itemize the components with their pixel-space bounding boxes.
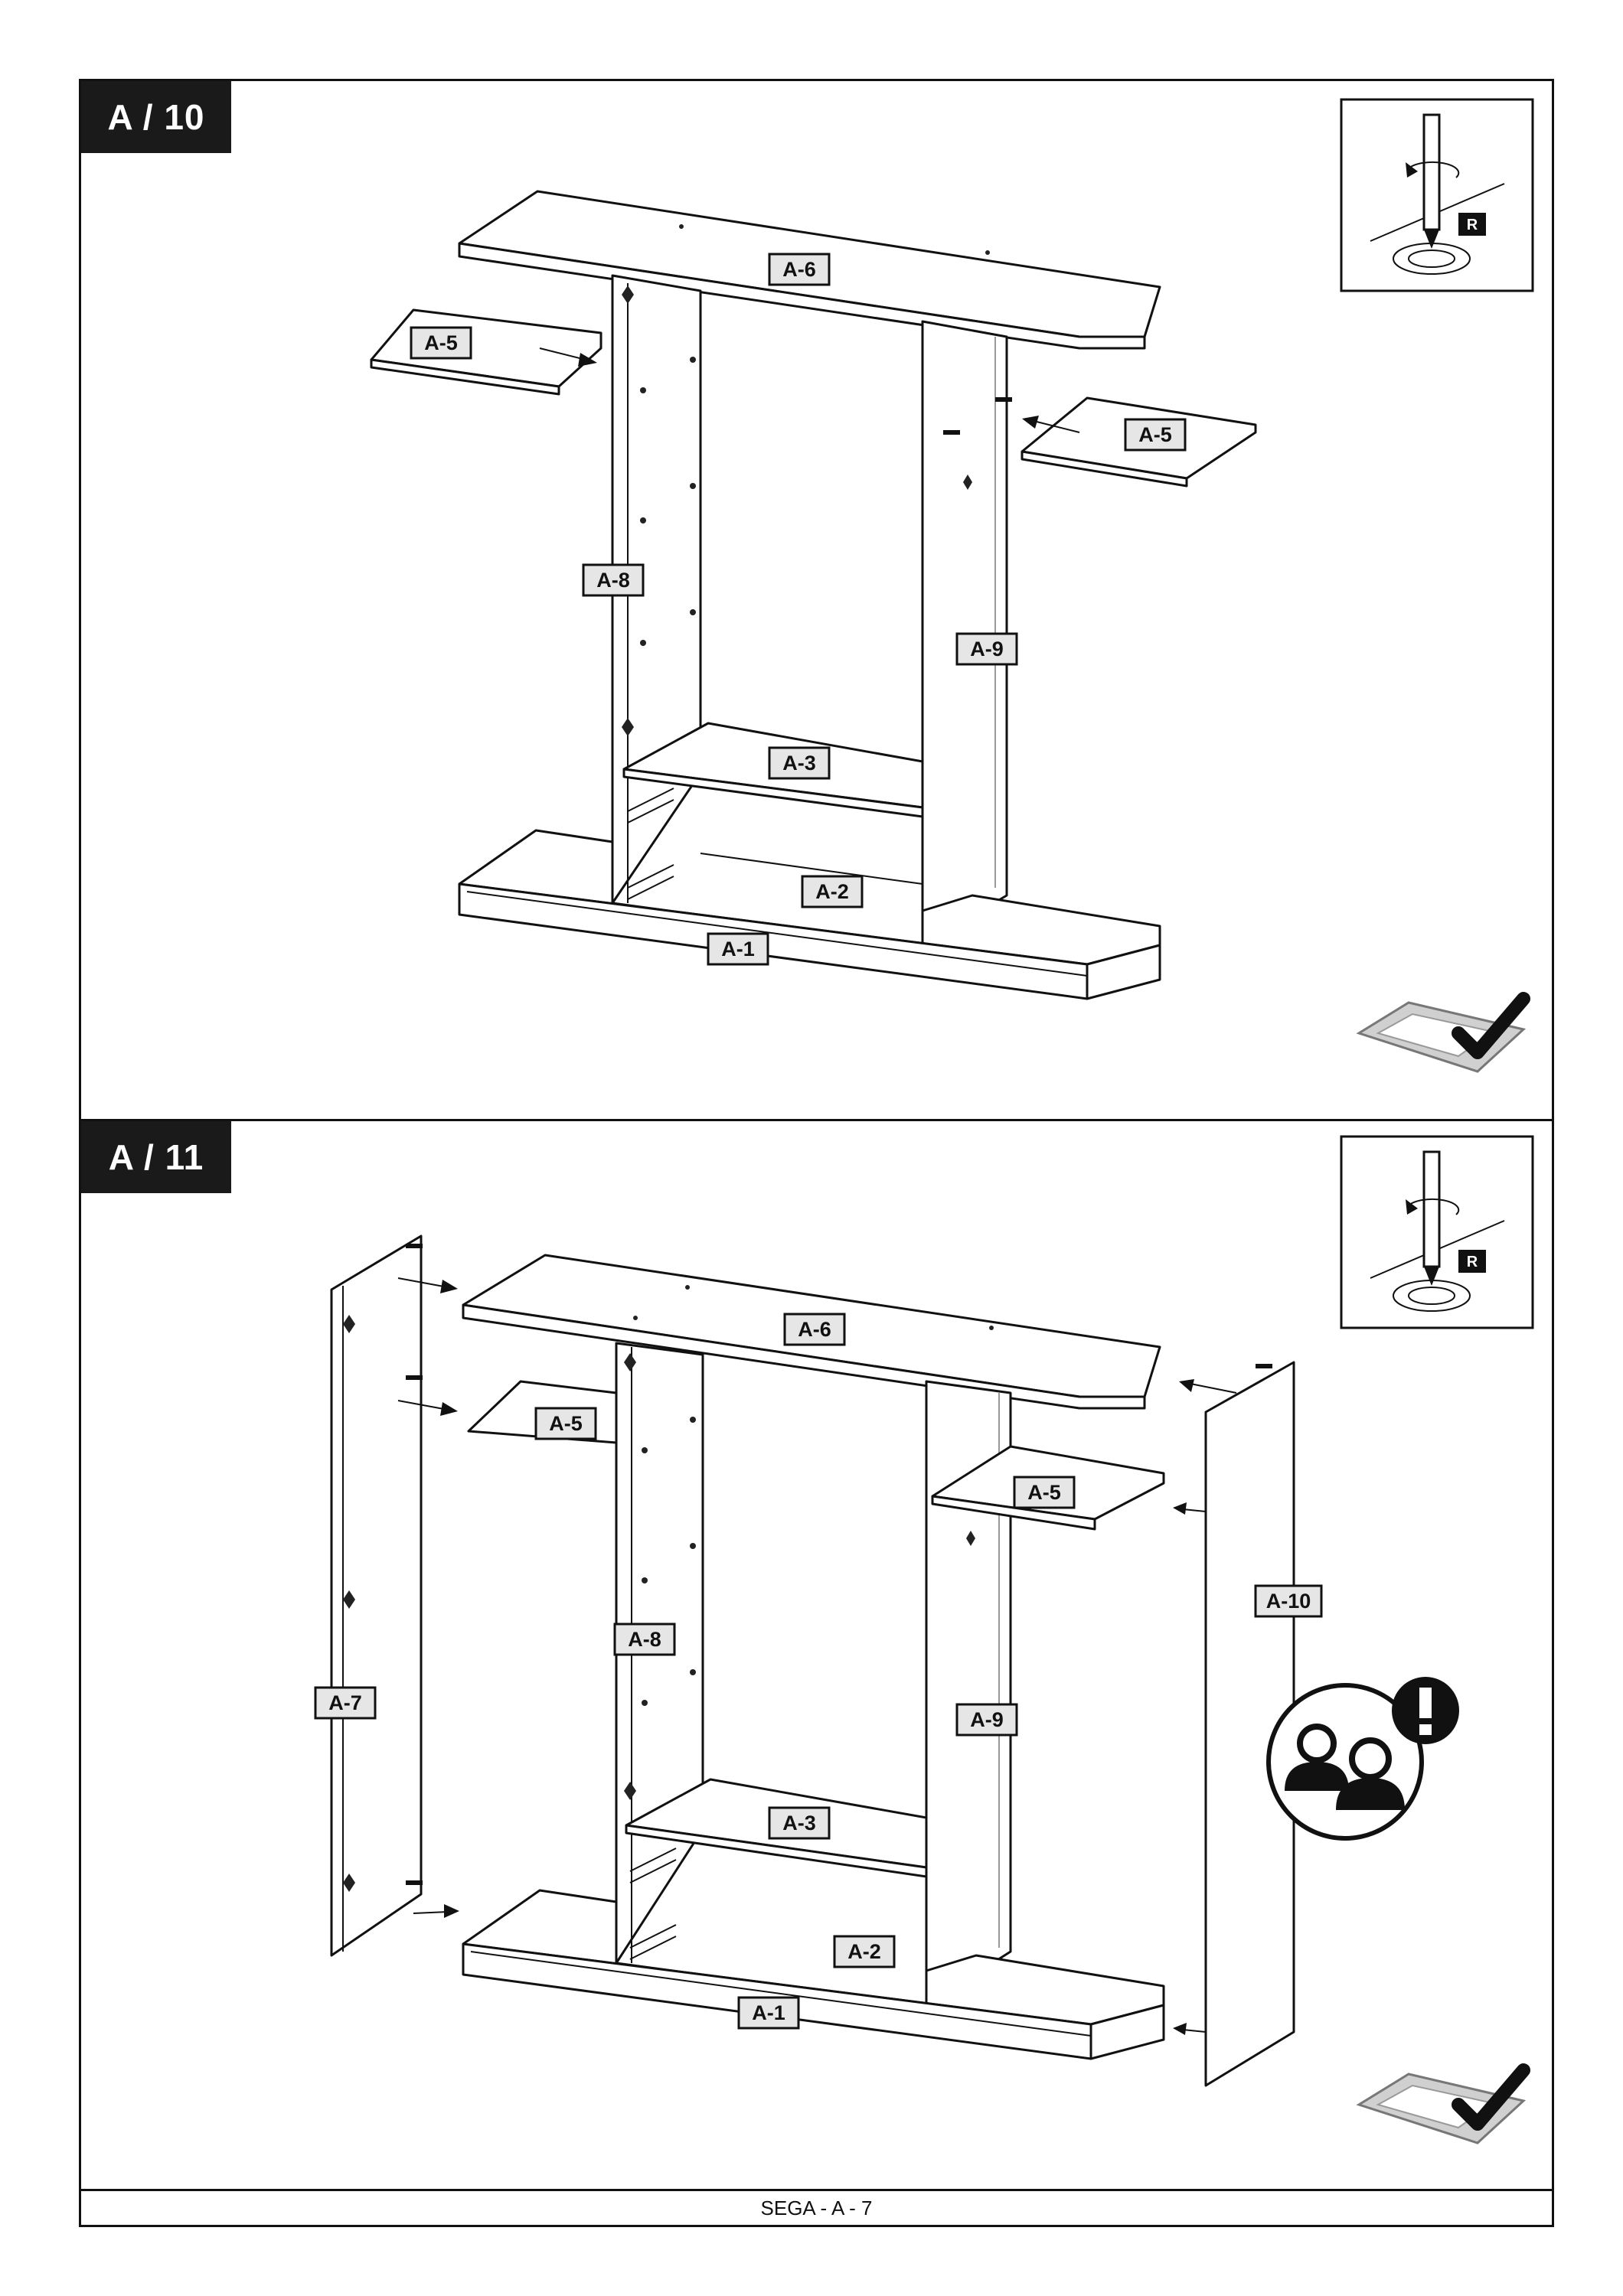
label-a9: A-9: [955, 1703, 1018, 1737]
tool-badge: R: [1467, 1254, 1478, 1270]
label-a2: A-2: [801, 875, 864, 908]
two-person-warning-icon: [1266, 1677, 1459, 1841]
footer-divider: [79, 2189, 1554, 2191]
svg-text:A-3: A-3: [782, 752, 816, 775]
page-footer: SEGA - A - 7: [760, 2196, 873, 2219]
svg-text:A-1: A-1: [752, 2001, 785, 2024]
label-a5-left: A-5: [534, 1407, 597, 1440]
svg-text:A-5: A-5: [424, 331, 458, 354]
label-a6: A-6: [783, 1313, 846, 1346]
label-a5-right: A-5: [1013, 1476, 1076, 1509]
surface-protection-check-icon: [1356, 2063, 1530, 2144]
label-a1: A-1: [707, 932, 769, 966]
svg-text:A-9: A-9: [970, 638, 1004, 660]
step-divider: [79, 1119, 1554, 1121]
svg-text:A-1: A-1: [721, 938, 755, 960]
insert-arrow-left: [539, 347, 597, 367]
svg-text:A-7: A-7: [328, 1691, 362, 1714]
panel-a10: [1204, 1361, 1295, 2087]
label-a1: A-1: [737, 1996, 800, 2030]
svg-text:A-5: A-5: [1138, 423, 1172, 446]
label-a6: A-6: [768, 253, 831, 286]
svg-text:A-8: A-8: [596, 569, 630, 592]
svg-text:A-9: A-9: [970, 1708, 1004, 1731]
screwdriver-tool-icon: R: [1340, 1135, 1534, 1329]
tool-badge: R: [1467, 217, 1478, 233]
label-a5-right: A-5: [1124, 418, 1187, 452]
page-frame: [79, 79, 1554, 2227]
label-a10: A-10: [1254, 1584, 1323, 1618]
svg-text:A-5: A-5: [1027, 1481, 1061, 1504]
label-a3: A-3: [768, 746, 831, 780]
insert-arrow-right: [1022, 416, 1080, 433]
label-a2: A-2: [833, 1935, 896, 1968]
label-a8: A-8: [582, 563, 645, 597]
svg-text:A-6: A-6: [798, 1318, 831, 1341]
surface-protection-check-icon: [1356, 992, 1530, 1073]
svg-text:A-8: A-8: [628, 1628, 661, 1651]
step-a10-diagram: R A-6 A-5 A-5 A-8 A-9 A-3 A-2 A-1: [370, 98, 1534, 1073]
screwdriver-tool-icon: R: [1340, 98, 1534, 292]
label-a5-left: A-5: [410, 326, 472, 360]
svg-text:A-3: A-3: [782, 1812, 816, 1835]
svg-text:A-2: A-2: [815, 880, 849, 903]
door-arrows-right: [1173, 1379, 1237, 2035]
svg-text:A-2: A-2: [847, 1940, 881, 1963]
label-a7: A-7: [314, 1686, 377, 1720]
door-arrows-left: [397, 1277, 459, 1918]
panel-a9: [925, 1380, 1012, 2007]
panel-a7: [330, 1234, 423, 1957]
label-a3: A-3: [768, 1806, 831, 1840]
step-label-a10: A / 10: [81, 81, 231, 153]
svg-text:A-5: A-5: [549, 1412, 583, 1435]
step-a11-diagram: R A-6 A-5 A-5: [314, 1135, 1534, 2144]
label-a8: A-8: [613, 1623, 676, 1656]
step-label-a11: A / 11: [81, 1121, 231, 1193]
svg-text:A-10: A-10: [1266, 1590, 1311, 1613]
svg-text:A-6: A-6: [782, 258, 816, 281]
label-a9: A-9: [955, 632, 1018, 666]
